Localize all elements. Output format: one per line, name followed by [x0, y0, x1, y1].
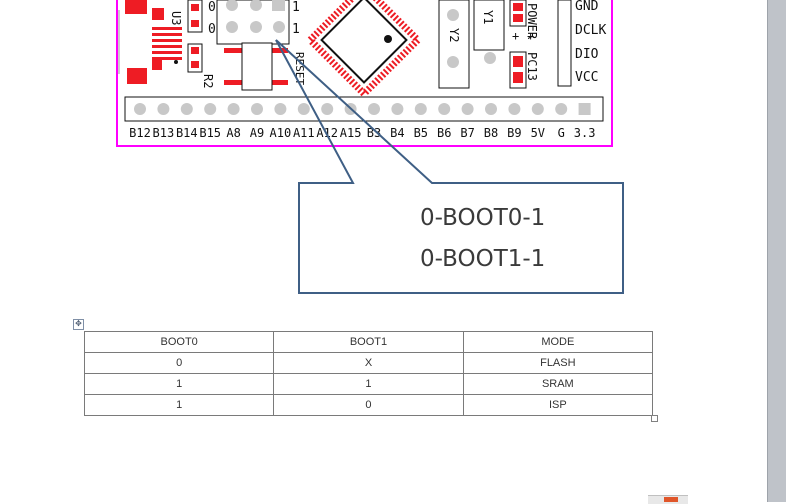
table-row: 0 X FLASH: [83, 352, 654, 374]
move-cross-icon[interactable]: ✥: [73, 319, 84, 330]
pin-label: B15: [199, 126, 221, 140]
table-cell[interactable]: 0: [273, 394, 464, 416]
header-pin: [134, 103, 146, 115]
header-pin: [508, 103, 521, 115]
pin-label: A8: [226, 126, 240, 140]
swd-label: GND: [575, 0, 599, 14]
pin-label: B7: [460, 126, 474, 140]
table-cell[interactable]: ISP: [462, 394, 654, 416]
pin-label: B5: [414, 126, 428, 140]
table-row: 1 0 ISP: [83, 394, 654, 416]
swd-label: DCLK: [575, 23, 606, 38]
header-pin: [321, 103, 334, 115]
pin-label: B4: [390, 126, 404, 140]
pin-label: A11: [293, 126, 315, 140]
callout-line-boot1: 0-BOOT1-1: [420, 246, 546, 272]
header-pin: [157, 103, 170, 115]
callout-line-boot0: 0-BOOT0-1: [420, 205, 546, 231]
table-cell[interactable]: 0: [83, 352, 275, 374]
header-pin: [391, 103, 404, 115]
table-cell[interactable]: 1: [83, 394, 275, 416]
header-pin: [274, 103, 287, 115]
header-pin: [555, 103, 568, 115]
header-pin: [227, 103, 240, 115]
table-resize-handle[interactable]: [651, 415, 658, 422]
header-pin: [485, 103, 497, 115]
power-label: POWER: [525, 3, 539, 40]
header-cell[interactable]: MODE: [462, 331, 654, 353]
table-header-row: BOOT0 BOOT1 MODE: [83, 331, 654, 353]
mcu-chip: [305, 0, 423, 99]
pcb-diagram: U3 R2 0 0 1 1 RESET Y2 Y1 POWER + + PC13: [116, 0, 624, 294]
reset-button: [241, 42, 273, 91]
pin-label: B9: [507, 126, 521, 140]
pin-label: B6: [437, 126, 451, 140]
pin-label: A9: [250, 126, 264, 140]
y1-label: Y1: [481, 10, 495, 24]
pad: [127, 68, 147, 84]
pad: [152, 8, 164, 20]
header-cell[interactable]: BOOT0: [83, 331, 275, 353]
table-cell[interactable]: X: [273, 352, 464, 374]
jumper-label: 0: [208, 0, 216, 15]
pin-label: B12: [129, 126, 151, 140]
swd-header: [557, 0, 572, 87]
header-pin: [297, 103, 310, 115]
svg-text:+: +: [512, 29, 519, 43]
header-pin: [578, 103, 591, 115]
jumper-label: 1: [292, 22, 300, 37]
jumper-label: 1: [292, 0, 300, 15]
pin-label: G: [558, 126, 565, 140]
pin-label: B13: [153, 126, 175, 140]
u3-label: U3: [169, 11, 183, 25]
pin-label: B14: [176, 126, 198, 140]
header-pin: [438, 103, 451, 115]
table-cell[interactable]: 1: [83, 373, 275, 395]
boot-mode-table: BOOT0 BOOT1 MODE 0 X FLASH 1 1 SRAM 1 0 …: [83, 331, 654, 416]
header-pin: [531, 103, 544, 115]
app-icon: [664, 497, 678, 502]
header-pin: [180, 103, 193, 115]
header-cell[interactable]: BOOT1: [273, 331, 464, 353]
header-pin: [251, 103, 263, 115]
pin-label: 5V: [531, 126, 545, 140]
pin-label: B3: [367, 126, 381, 140]
table-cell[interactable]: 1: [273, 373, 464, 395]
jumper-label: 0: [208, 22, 216, 37]
pin-label: A10: [270, 126, 292, 140]
pin-label: 3.3: [574, 126, 596, 140]
pin-label: A15: [340, 126, 362, 140]
svg-text:+: +: [527, 29, 534, 43]
pin-label: B8: [484, 126, 498, 140]
pin-header: [124, 96, 604, 122]
r2-label: R2: [201, 74, 215, 88]
header-pin: [414, 103, 427, 115]
page-margin-edge: [767, 0, 786, 502]
pc13-label: PC13: [525, 52, 539, 81]
swd-label: VCC: [575, 70, 598, 85]
header-pin: [368, 103, 380, 115]
y2-label: Y2: [447, 28, 461, 42]
header-pin: [461, 103, 474, 115]
table-cell[interactable]: SRAM: [462, 373, 654, 395]
callout-box: [275, 39, 624, 294]
crystal-y2: [438, 0, 470, 89]
pad: [125, 0, 147, 14]
table-cell[interactable]: FLASH: [462, 352, 654, 374]
header-pin: [204, 103, 217, 115]
swd-label: DIO: [575, 47, 599, 62]
board-outline: [116, 0, 613, 147]
u3-coil: [152, 27, 182, 60]
crystal-y1: [473, 0, 505, 51]
table-row: 1 1 SRAM: [83, 373, 654, 395]
